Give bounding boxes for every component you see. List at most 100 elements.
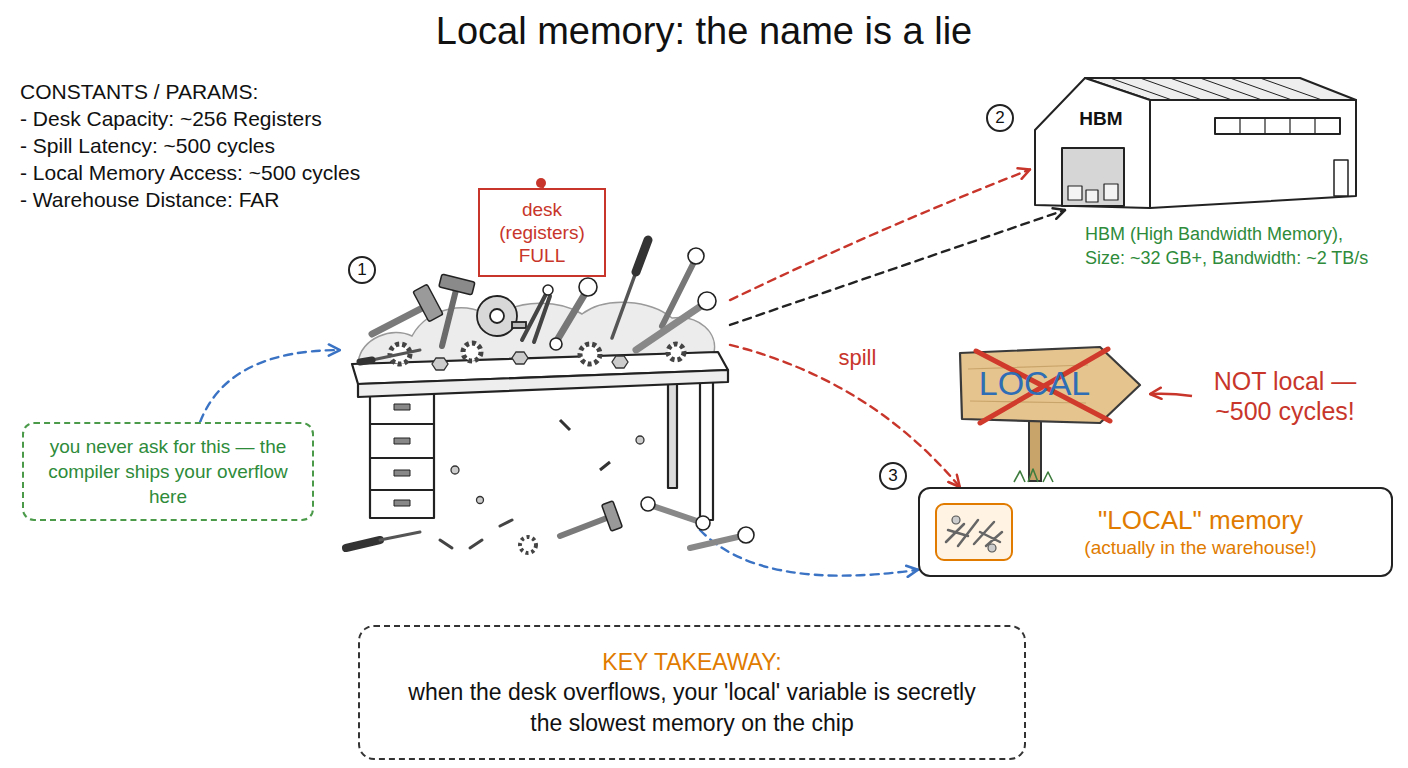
wrench bbox=[696, 516, 710, 530]
takeaway-box: KEY TAKEAWAY:when the desk overflows, yo… bbox=[358, 625, 1026, 760]
sign-board bbox=[960, 347, 1140, 423]
warehouse bbox=[1035, 78, 1150, 208]
note-text: you never ask for this — the compiler sh… bbox=[36, 434, 300, 509]
clutter-icon bbox=[934, 502, 1014, 562]
desk bbox=[370, 424, 434, 490]
diagram-title: Local memory: the name is a lie bbox=[0, 8, 1408, 54]
nut bbox=[432, 352, 628, 370]
pliers bbox=[543, 285, 553, 295]
desk bbox=[394, 500, 410, 506]
pin bbox=[536, 178, 546, 188]
text-slot: 2 bbox=[986, 104, 1014, 132]
local-memory-box: "LOCAL" memory(actually in the warehouse… bbox=[918, 487, 1393, 577]
warehouse-sign: HBM bbox=[1066, 108, 1136, 130]
grass bbox=[1014, 469, 1053, 482]
param-line: - Local Memory Access: ~500 cycles bbox=[20, 161, 360, 185]
screwdriver bbox=[360, 360, 372, 362]
wrench bbox=[698, 292, 716, 310]
text-slot: - Desk Capacity: ~256 Registers bbox=[20, 107, 322, 131]
callout-number: 1 bbox=[348, 256, 376, 284]
falling-part bbox=[636, 436, 644, 444]
text-slot: - Warehouse Distance: FAR bbox=[20, 188, 280, 212]
param-line: - Warehouse Distance: FAR bbox=[20, 188, 280, 212]
box-heading: "LOCAL" memory bbox=[1024, 504, 1377, 536]
pliers bbox=[522, 285, 553, 342]
clutter-icon bbox=[936, 504, 1012, 560]
hammer bbox=[413, 284, 443, 322]
sign-post bbox=[1029, 420, 1041, 481]
compiler-note: you never ask for this — the compiler sh… bbox=[22, 422, 314, 521]
screwdriver bbox=[636, 240, 648, 272]
warehouse bbox=[1086, 190, 1098, 202]
sign-text: LOCAL bbox=[962, 363, 1107, 403]
wrench bbox=[641, 497, 710, 530]
warehouse bbox=[1334, 160, 1348, 196]
callout-number: 2 bbox=[986, 104, 1014, 132]
text-slot: HBM (High Bandwidth Memory), Size: ~32 G… bbox=[1085, 222, 1380, 270]
wrench bbox=[579, 278, 597, 296]
nut bbox=[612, 356, 628, 368]
clutter-icon bbox=[988, 544, 996, 552]
sign-board bbox=[960, 347, 1140, 423]
gear bbox=[463, 343, 481, 361]
bolt bbox=[470, 540, 482, 548]
text-slot: spill bbox=[834, 345, 880, 371]
bolt bbox=[440, 520, 512, 548]
wrench bbox=[738, 527, 754, 543]
falling-part bbox=[451, 420, 644, 504]
callout-number: 3 bbox=[879, 462, 907, 490]
screwdriver bbox=[612, 240, 648, 338]
warning-note: NOT local — ~500 cycles! bbox=[1196, 366, 1374, 426]
warehouse bbox=[1104, 184, 1118, 200]
warehouse bbox=[1240, 118, 1315, 134]
screwdriver bbox=[360, 350, 420, 362]
desk bbox=[370, 390, 434, 518]
dashed-arrow bbox=[730, 170, 1030, 301]
screwdriver bbox=[380, 532, 420, 540]
wrench bbox=[650, 505, 700, 522]
wrench bbox=[556, 292, 586, 342]
box-subtitle: (actually in the warehouse!) bbox=[1024, 536, 1377, 560]
warehouse bbox=[1062, 148, 1124, 206]
gear bbox=[520, 537, 536, 553]
text-slot: Local memory: the name is a lie bbox=[0, 8, 1408, 54]
text-slot: HBM bbox=[1066, 108, 1136, 130]
gear bbox=[520, 537, 536, 553]
warehouse: HBMHBM (High Bandwidth Memory), Size: ~3… bbox=[1030, 75, 1360, 210]
hammer bbox=[560, 501, 622, 536]
param-line: - Desk Capacity: ~256 Registers bbox=[20, 107, 322, 131]
falling-part bbox=[451, 466, 459, 474]
desk bbox=[394, 404, 410, 410]
wrench bbox=[641, 497, 655, 511]
tape-measure bbox=[512, 322, 526, 328]
tape-measure bbox=[477, 296, 526, 336]
warehouse bbox=[1068, 186, 1082, 200]
text-slot: 1 bbox=[348, 256, 376, 284]
wrench bbox=[690, 536, 742, 548]
text-slot: - Spill Latency: ~500 cycles bbox=[20, 134, 275, 158]
gear bbox=[580, 344, 600, 364]
crossed-sign: LOCAL bbox=[958, 345, 1143, 425]
desk bbox=[668, 376, 677, 488]
hammer bbox=[372, 284, 443, 334]
bolt bbox=[500, 520, 512, 526]
warehouse bbox=[1215, 118, 1340, 134]
sign-post bbox=[1029, 420, 1041, 481]
param-line: - Spill Latency: ~500 cycles bbox=[20, 134, 275, 158]
hammer bbox=[439, 274, 475, 346]
pliers bbox=[522, 294, 550, 342]
desk-note: desk (registers) FULL bbox=[478, 188, 606, 277]
text-slot: 3 bbox=[879, 462, 907, 490]
wrench bbox=[550, 338, 562, 350]
text-slot: NOT local — ~500 cycles! bbox=[1196, 366, 1374, 426]
gear bbox=[668, 344, 684, 360]
hammer bbox=[439, 274, 475, 295]
edge-label: spill bbox=[834, 345, 880, 371]
takeaway-heading: KEY TAKEAWAY: bbox=[400, 647, 984, 677]
desk bbox=[394, 438, 410, 444]
screwdriver bbox=[346, 540, 380, 548]
text-slot: LOCAL bbox=[962, 363, 1107, 403]
text-slot: desk (registers) FULL bbox=[478, 188, 606, 277]
nut bbox=[512, 352, 528, 364]
